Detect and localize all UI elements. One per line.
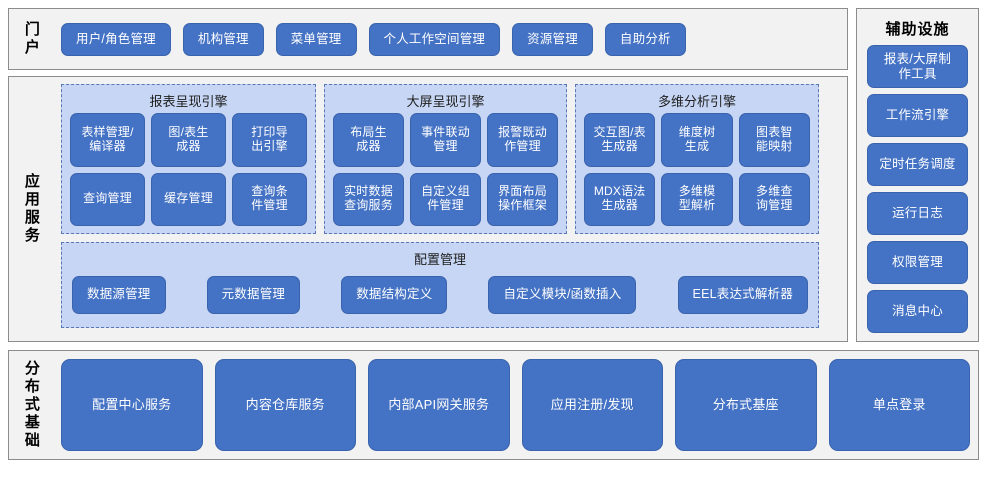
dist-item-content-repository-service[interactable]: 内容仓库服务 <box>214 359 356 451</box>
portal-section-label: 门户 <box>9 9 53 69</box>
olap-engine-item-multidimensional-query-management[interactable]: 多维查 询管理 <box>738 172 810 226</box>
olap-engine-panel: 多维分析引擎 交互图/表 生成器 维度树 生成 图表智 能映射 MDX语法 生成… <box>575 84 819 234</box>
bigscreen-engine-grid: 布局生 成器 事件联动 管理 报警既动 作管理 实时数据 查询服务 自定义组 件… <box>333 113 558 226</box>
olap-engine-item-chart-smart-mapping[interactable]: 图表智 能映射 <box>738 113 810 167</box>
bigscreen-engine-item-layout-generator[interactable]: 布局生 成器 <box>333 113 404 167</box>
aux-item-runtime-log[interactable]: 运行日志 <box>867 192 968 235</box>
portal-button-row: 用户/角色管理 机构管理 菜单管理 个人工作空间管理 资源管理 自助分析 <box>61 9 841 69</box>
dist-item-app-registration-discovery[interactable]: 应用注册/发现 <box>521 359 663 451</box>
portal-section: 门户 用户/角色管理 机构管理 菜单管理 个人工作空间管理 资源管理 自助分析 <box>8 8 848 70</box>
dist-item-distributed-base[interactable]: 分布式基座 <box>675 359 817 451</box>
olap-engine-grid: 交互图/表 生成器 维度树 生成 图表智 能映射 MDX语法 生成器 多维模 型… <box>584 113 810 226</box>
aux-item-workflow-engine[interactable]: 工作流引擎 <box>867 94 968 137</box>
auxiliary-facilities-section: 辅助设施 报表/大屏制 作工具 工作流引擎 定时任务调度 运行日志 权限管理 消… <box>856 8 979 342</box>
distributed-foundation-section: 分布式基础 配置中心服务 内容仓库服务 内部API网关服务 应用注册/发现 分布… <box>8 350 979 460</box>
aux-item-message-center[interactable]: 消息中心 <box>867 290 968 333</box>
config-item-custom-module-function-insertion[interactable]: 自定义模块/函数插入 <box>488 275 637 314</box>
distributed-foundation-label: 分布式基础 <box>9 351 53 459</box>
olap-engine-title: 多维分析引擎 <box>657 94 736 109</box>
olap-engine-item-dimension-tree-generation[interactable]: 维度树 生成 <box>661 113 733 167</box>
bigscreen-engine-item-custom-component-management[interactable]: 自定义组 件管理 <box>410 172 481 226</box>
portal-button-resource[interactable]: 资源管理 <box>512 22 593 56</box>
auxiliary-facilities-title: 辅助设施 <box>885 21 950 38</box>
report-engine-item-chart-table-generator[interactable]: 图/表生 成器 <box>151 113 226 167</box>
config-item-data-structure-definition[interactable]: 数据结构定义 <box>341 275 448 314</box>
bigscreen-engine-title: 大屏呈现引擎 <box>406 94 485 109</box>
config-management-panel: 配置管理 数据源管理 元数据管理 数据结构定义 自定义模块/函数插入 EEL表达… <box>61 242 819 328</box>
distributed-foundation-row: 配置中心服务 内容仓库服务 内部API网关服务 应用注册/发现 分布式基座 单点… <box>61 359 970 451</box>
config-item-metadata-management[interactable]: 元数据管理 <box>206 275 301 314</box>
bigscreen-engine-item-ui-layout-framework[interactable]: 界面布局 操作框架 <box>487 172 558 226</box>
config-management-row: 数据源管理 元数据管理 数据结构定义 自定义模块/函数插入 EEL表达式解析器 <box>72 271 808 318</box>
aux-item-permission-management[interactable]: 权限管理 <box>867 241 968 284</box>
olap-engine-item-interactive-chart-generator[interactable]: 交互图/表 生成器 <box>584 113 656 167</box>
report-engine-item-print-export-engine[interactable]: 打印导 出引擎 <box>232 113 307 167</box>
config-item-eel-expression-parser[interactable]: EEL表达式解析器 <box>677 275 808 314</box>
portal-button-self-service-analysis[interactable]: 自助分析 <box>604 22 686 56</box>
aux-item-scheduled-task-scheduling[interactable]: 定时任务调度 <box>867 143 968 186</box>
bigscreen-engine-item-realtime-data-query-service[interactable]: 实时数据 查询服务 <box>333 172 404 226</box>
report-engine-grid: 表样管理/ 编译器 图/表生 成器 打印导 出引擎 查询管理 缓存管理 查询条 … <box>70 113 307 226</box>
application-services-body: 报表呈现引擎 表样管理/ 编译器 图/表生 成器 打印导 出引擎 查询管理 缓存… <box>61 84 840 334</box>
report-engine-item-cache-management[interactable]: 缓存管理 <box>151 172 226 226</box>
portal-button-personal-workspace[interactable]: 个人工作空间管理 <box>368 22 501 56</box>
portal-section-label-text: 门户 <box>22 21 40 57</box>
report-engine-item-query-management[interactable]: 查询管理 <box>70 172 145 226</box>
config-item-datasource-management[interactable]: 数据源管理 <box>72 275 166 314</box>
auxiliary-facilities-list: 报表/大屏制 作工具 工作流引擎 定时任务调度 运行日志 权限管理 消息中心 <box>867 45 968 333</box>
application-services-label: 应用服务 <box>9 77 53 341</box>
aux-item-report-bigscreen-authoring-tool[interactable]: 报表/大屏制 作工具 <box>867 45 968 88</box>
config-management-title: 配置管理 <box>413 252 466 267</box>
report-engine-item-query-condition-management[interactable]: 查询条 件管理 <box>232 172 307 226</box>
application-services-label-text: 应用服务 <box>22 173 40 245</box>
bigscreen-engine-item-event-linkage-management[interactable]: 事件联动 管理 <box>410 113 481 167</box>
dist-item-internal-api-gateway-service[interactable]: 内部API网关服务 <box>368 359 510 451</box>
portal-button-user-role[interactable]: 用户/角色管理 <box>61 22 171 56</box>
report-engine-panel: 报表呈现引擎 表样管理/ 编译器 图/表生 成器 打印导 出引擎 查询管理 缓存… <box>61 84 316 234</box>
application-services-section: 应用服务 报表呈现引擎 表样管理/ 编译器 图/表生 成器 打印导 出引擎 查询… <box>8 76 848 342</box>
dist-item-config-center-service[interactable]: 配置中心服务 <box>61 359 203 451</box>
dist-item-single-sign-on[interactable]: 单点登录 <box>828 359 970 451</box>
olap-engine-item-multidimensional-model-parsing[interactable]: 多维模 型解析 <box>661 172 733 226</box>
portal-button-menu[interactable]: 菜单管理 <box>275 22 357 56</box>
report-engine-title: 报表呈现引擎 <box>149 94 228 109</box>
bigscreen-engine-item-alarm-action-management[interactable]: 报警既动 作管理 <box>487 113 558 167</box>
bigscreen-engine-panel: 大屏呈现引擎 布局生 成器 事件联动 管理 报警既动 作管理 实时数据 查询服务… <box>324 84 567 234</box>
distributed-foundation-label-text: 分布式基础 <box>22 360 40 450</box>
olap-engine-item-mdx-syntax-generator[interactable]: MDX语法 生成器 <box>584 172 656 226</box>
portal-button-organization[interactable]: 机构管理 <box>182 22 264 56</box>
report-engine-item-template-manager[interactable]: 表样管理/ 编译器 <box>70 113 145 167</box>
